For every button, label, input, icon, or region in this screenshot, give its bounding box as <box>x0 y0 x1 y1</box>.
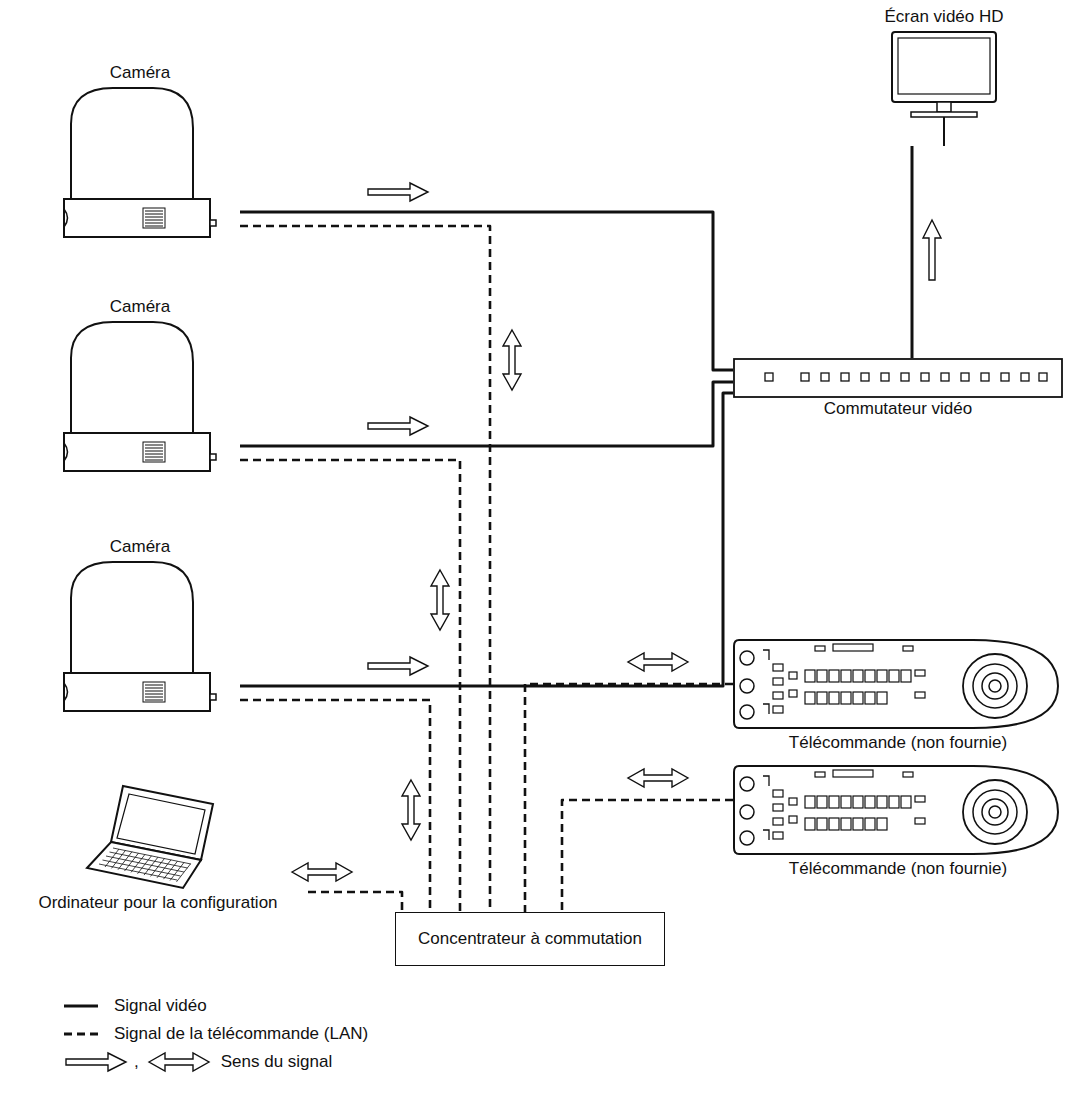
setup-computer: Ordinateur pour la configuration <box>8 782 308 914</box>
node-label: Caméra <box>110 62 170 84</box>
camera-illustration <box>63 84 218 239</box>
signal-direction-arrow <box>431 570 449 630</box>
lan-cable <box>525 653 733 912</box>
legend-entry: , Sens du signal <box>60 1048 368 1076</box>
legend-text: Sens du signal <box>221 1051 333 1073</box>
camera: Caméra <box>40 62 240 239</box>
separator: , <box>134 1051 139 1073</box>
lan-cable <box>292 863 402 912</box>
signal-direction-arrow <box>66 1053 126 1071</box>
legend-entry: Signal vidéo <box>60 992 368 1020</box>
signal-direction-arrow <box>368 183 428 201</box>
video-cable <box>240 382 733 446</box>
video-switcher-illustration <box>733 358 1063 398</box>
signal-direction-arrow <box>292 863 352 881</box>
video-cable <box>240 183 733 370</box>
signal-direction-arrow <box>628 653 688 671</box>
camera-illustration <box>63 558 218 713</box>
signal-direction-arrow <box>923 220 941 280</box>
node-label: Télécommande (non fournie) <box>789 858 1007 880</box>
lan-cable <box>240 226 521 912</box>
node-label: Caméra <box>110 536 170 558</box>
signal-direction-arrow <box>503 330 521 390</box>
switching-hub: Concentrateur à commutation <box>395 912 665 966</box>
node-label: Commutateur vidéo <box>824 398 972 420</box>
signal-direction-arrow <box>149 1053 209 1071</box>
signal-direction-arrow <box>368 417 428 435</box>
camera-illustration <box>63 318 218 473</box>
legend: Signal vidéoSignal de la télécommande (L… <box>60 992 368 1076</box>
double-arrow-sample <box>143 1050 213 1074</box>
video-switcher: Commutateur vidéo <box>733 358 1063 420</box>
signal-direction-arrow <box>402 780 420 840</box>
hd-monitor: Écran vidéo HD <box>864 6 1024 146</box>
remote-control-illustration <box>733 636 1063 732</box>
remote-control: Télécommande (non fournie) <box>733 762 1063 880</box>
dashed-line-sample <box>60 1024 106 1044</box>
legend-text: Signal de la télécommande (LAN) <box>114 1023 368 1045</box>
legend-text: Signal vidéo <box>114 995 207 1017</box>
camera: Caméra <box>40 536 240 713</box>
node-label: Écran vidéo HD <box>884 6 1003 28</box>
node-label: Télécommande (non fournie) <box>789 732 1007 754</box>
hd-monitor-illustration <box>889 28 999 146</box>
camera: Caméra <box>40 296 240 473</box>
setup-computer-illustration <box>83 782 233 892</box>
node-label: Concentrateur à commutation <box>418 928 642 950</box>
signal-direction-arrow <box>628 769 688 787</box>
lan-cable <box>240 700 430 912</box>
video-cable <box>240 393 733 686</box>
lan-cable <box>562 769 733 912</box>
remote-control-illustration <box>733 762 1063 858</box>
node-label: Caméra <box>110 296 170 318</box>
legend-entry: Signal de la télécommande (LAN) <box>60 1020 368 1048</box>
remote-control: Télécommande (non fournie) <box>733 636 1063 754</box>
signal-direction-arrow <box>368 657 428 675</box>
video-cable <box>912 146 941 358</box>
arrow-sample <box>60 1050 130 1074</box>
node-label: Ordinateur pour la configuration <box>38 892 277 914</box>
solid-line-sample <box>60 996 106 1016</box>
lan-cable <box>240 460 460 912</box>
